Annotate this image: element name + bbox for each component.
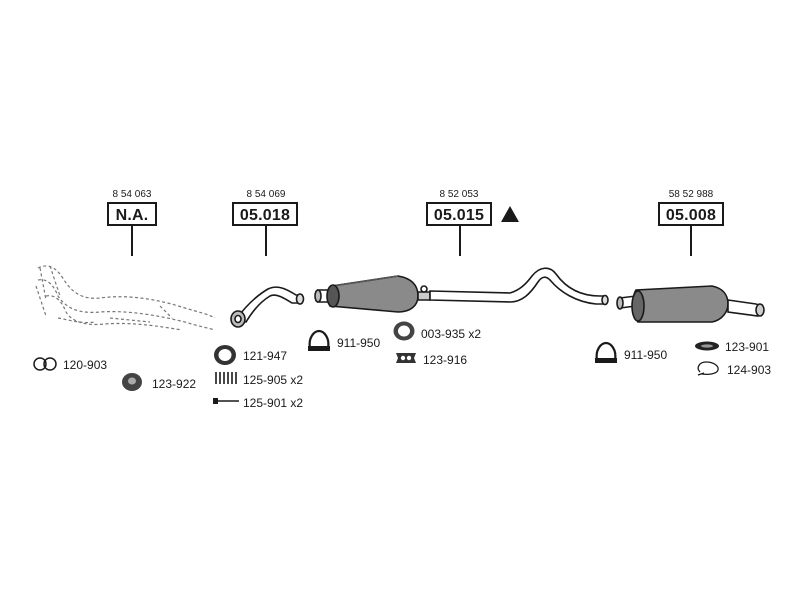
- part-number: 121-947: [243, 349, 288, 363]
- middle-silencer: [314, 267, 609, 313]
- assembly-leader-line: [131, 226, 133, 256]
- rubber-mount-icon: [122, 373, 142, 391]
- hanger-loop-icon: [697, 361, 719, 376]
- clamp-icon: [595, 341, 617, 363]
- assembly-leader-line: [690, 226, 692, 256]
- assembly-code-box[interactable]: 05.015: [426, 202, 492, 226]
- assembly-code-box[interactable]: 05.008: [658, 202, 724, 226]
- spring-icon: [215, 372, 237, 384]
- ring-gasket-icon: [393, 321, 415, 341]
- assembly-code-box[interactable]: N.A.: [107, 202, 157, 226]
- assembly-ref-number: 8 52 053: [439, 189, 479, 200]
- part-number: 125-905 x2: [243, 373, 304, 387]
- front-pipe-dashed-outline: [35, 265, 216, 331]
- part-number: 911-950: [624, 348, 668, 362]
- assembly-ref-number: 8 54 069: [246, 189, 286, 200]
- assembly-code-box[interactable]: 05.018: [232, 202, 298, 226]
- part-number: 003-935 x2: [421, 327, 482, 341]
- twin-ring-gasket-icon: [33, 357, 57, 371]
- assembly-leader-line: [265, 226, 267, 256]
- part-number: 911-950: [337, 336, 381, 350]
- part-number: 123-922: [152, 377, 197, 391]
- part-number: 123-916: [423, 353, 468, 367]
- rubber-hanger-icon: [396, 353, 416, 363]
- assembly-ref-number: 58 52 988: [668, 189, 714, 200]
- assembly-leader-line: [459, 226, 461, 256]
- rear-silencer: [616, 285, 765, 323]
- sealing-ring-icon: [214, 345, 236, 365]
- part-number: 124-903: [727, 363, 772, 377]
- triangle-warning-icon: [501, 206, 519, 222]
- part-number: 123-901: [725, 340, 770, 354]
- part-number: 125-901 x2: [243, 396, 304, 410]
- bolt-icon: [213, 398, 239, 404]
- front-downpipe: [230, 286, 305, 328]
- part-number: 120-903: [63, 358, 108, 372]
- assembly-ref-number: 8 54 063: [112, 189, 152, 200]
- rubber-strap-icon: [695, 341, 719, 351]
- clamp-icon: [308, 329, 330, 351]
